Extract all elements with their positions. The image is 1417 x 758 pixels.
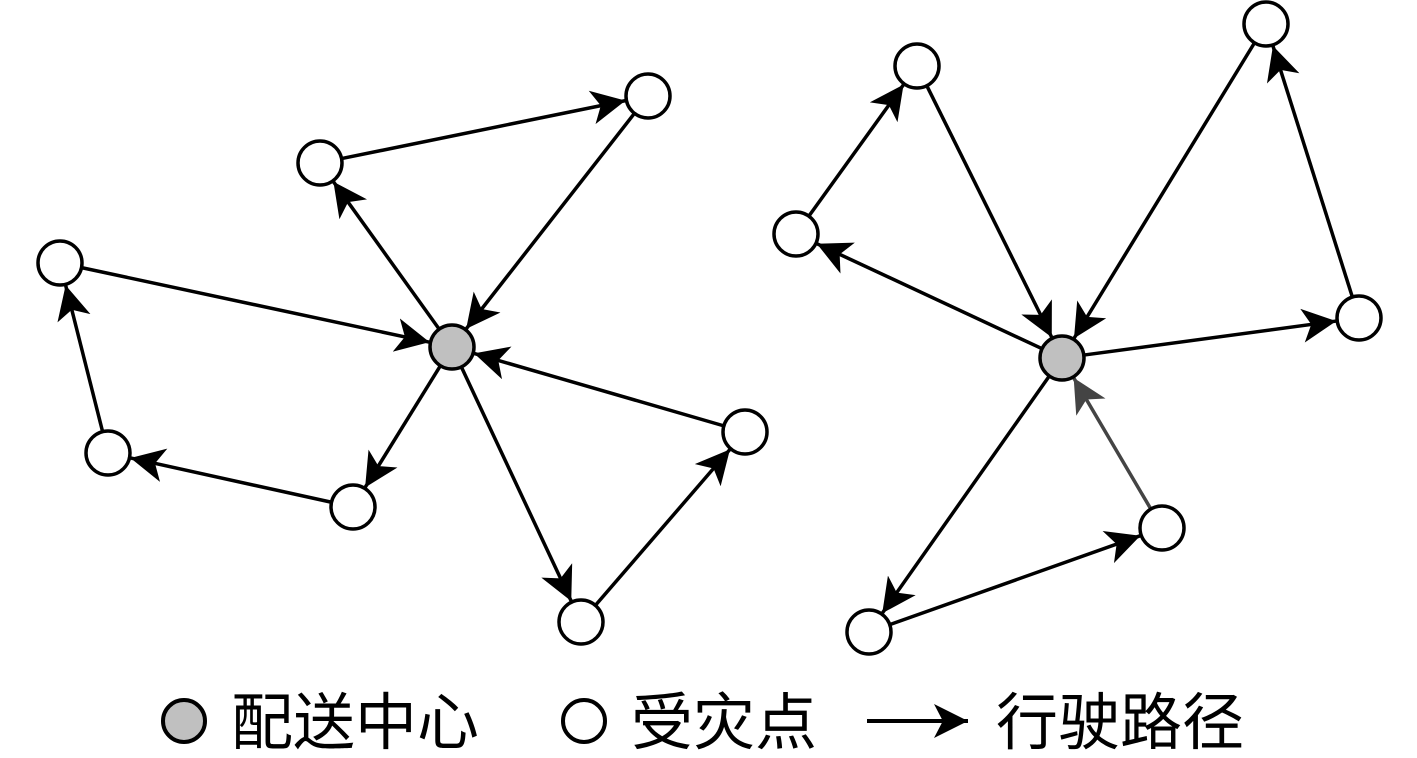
right-route-edges — [807, 41, 1355, 627]
route-edge-a-b — [341, 90, 626, 161]
depot-node — [428, 323, 476, 371]
legend-site-symbol — [561, 698, 607, 744]
route-edge-D-F — [816, 242, 1043, 351]
disaster-site-node — [1242, 0, 1290, 48]
route-edge-h-x — [57, 284, 105, 433]
legend: 配送中心 受灾点 行驶路径 — [161, 686, 1244, 758]
disaster-site-node — [329, 483, 377, 531]
route-edge-f-d — [473, 346, 725, 428]
route-edge-d-a — [331, 180, 441, 331]
right-route-nodes — [772, 0, 1383, 656]
route-edge-b-d — [464, 112, 636, 330]
route-edge-d-e — [459, 366, 573, 602]
route-edge-g-h — [130, 448, 332, 504]
disaster-site-node — [721, 408, 769, 456]
legend-route-label: 行驶路径 — [996, 686, 1244, 758]
route-edge-D-E — [880, 374, 1051, 615]
right-route-diagram — [772, 0, 1383, 656]
legend-site-label: 受灾点 — [631, 686, 817, 758]
route-edge-B-A — [1266, 45, 1355, 298]
route-edge-d-g — [363, 364, 442, 489]
route-edge-e-f — [594, 448, 732, 607]
route-edge-C-D — [1072, 376, 1153, 510]
route-edge-x-d — [81, 265, 430, 352]
left-route-diagram — [36, 72, 769, 646]
route-edge-A-D — [1072, 41, 1257, 340]
route-edge-D-B — [1083, 308, 1337, 357]
disaster-site-node — [845, 608, 893, 656]
route-edge-G-D — [925, 84, 1054, 339]
disaster-site-node — [296, 139, 344, 187]
left-route-edges — [57, 90, 732, 607]
legend-depot-symbol — [161, 698, 207, 744]
disaster-site-node — [893, 42, 941, 90]
route-edge-E-C — [889, 531, 1141, 627]
disaster-site-node — [624, 72, 672, 120]
depot-node — [1038, 334, 1086, 382]
disaster-site-node — [84, 429, 132, 477]
disaster-site-node — [36, 239, 84, 287]
route-edge-F-G — [807, 83, 905, 218]
disaster-site-node — [772, 210, 820, 258]
disaster-site-node — [1138, 504, 1186, 552]
disaster-site-node — [1335, 294, 1383, 342]
legend-depot-label: 配送中心 — [231, 686, 479, 758]
disaster-site-node — [557, 598, 605, 646]
left-route-nodes — [36, 72, 769, 646]
